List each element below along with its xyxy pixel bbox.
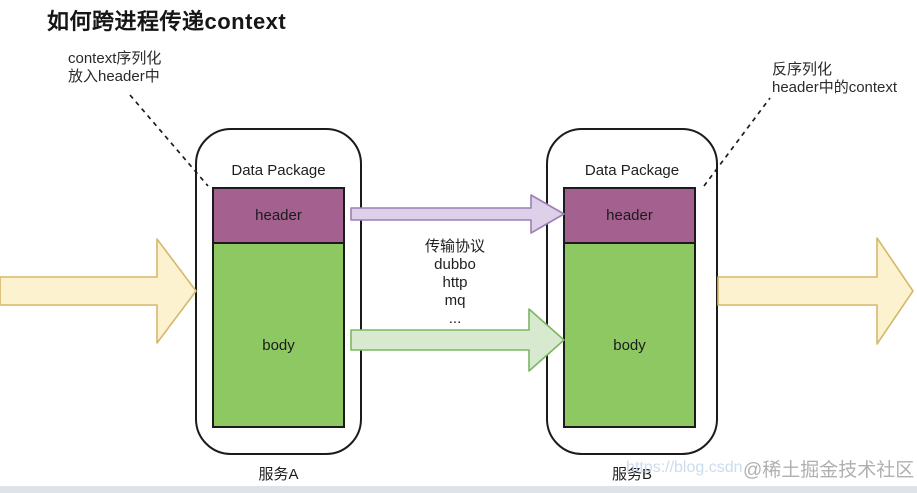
transport-line: dubbo: [434, 256, 476, 273]
transport-line: 传输协议: [424, 238, 485, 255]
header-label: header: [606, 207, 653, 224]
bottom-edge-strip: [0, 486, 917, 493]
transport-line: mq: [444, 292, 466, 309]
service-b-label: 服务B: [611, 466, 652, 483]
annotation-serialize-line2: 放入header中: [68, 68, 160, 85]
package-b-header-block: header: [563, 187, 696, 244]
header-transfer-arrow-icon: [350, 194, 565, 234]
service-a-package: Data Package header body: [195, 128, 362, 455]
service-a-label: 服务A: [258, 466, 299, 483]
service-b-package: Data Package header body: [546, 128, 718, 455]
annotation-deserialize-line1: 反序列化: [772, 61, 833, 78]
package-title: Data Package: [231, 162, 326, 179]
annotation-deserialize: 反序列化 header中的context: [772, 61, 897, 97]
body-label: body: [613, 337, 646, 354]
watermark-community: @稀土掘金技术社区: [743, 460, 915, 481]
inbound-flow-arrow-icon: [0, 238, 197, 344]
annotation-serialize-line1: context序列化: [68, 50, 162, 67]
annotation-serialize: context序列化 放入header中: [68, 50, 161, 86]
package-title: Data Package: [584, 162, 680, 179]
watermark-url: https://blog.csdn: [626, 459, 743, 476]
page-title: 如何跨进程传递context: [47, 9, 287, 34]
header-label: header: [255, 207, 302, 224]
package-b-body-block: body: [563, 242, 696, 428]
transport-protocols: 传输协议 dubbo http mq ...: [395, 238, 515, 328]
body-label: body: [262, 337, 295, 354]
annotation-deserialize-line2: header中的context: [772, 79, 898, 96]
outbound-flow-arrow-icon: [717, 237, 914, 345]
package-a-header-block: header: [212, 187, 345, 244]
transport-line: ...: [448, 310, 462, 327]
transport-line: http: [442, 274, 468, 291]
package-a-body-block: body: [212, 242, 345, 428]
